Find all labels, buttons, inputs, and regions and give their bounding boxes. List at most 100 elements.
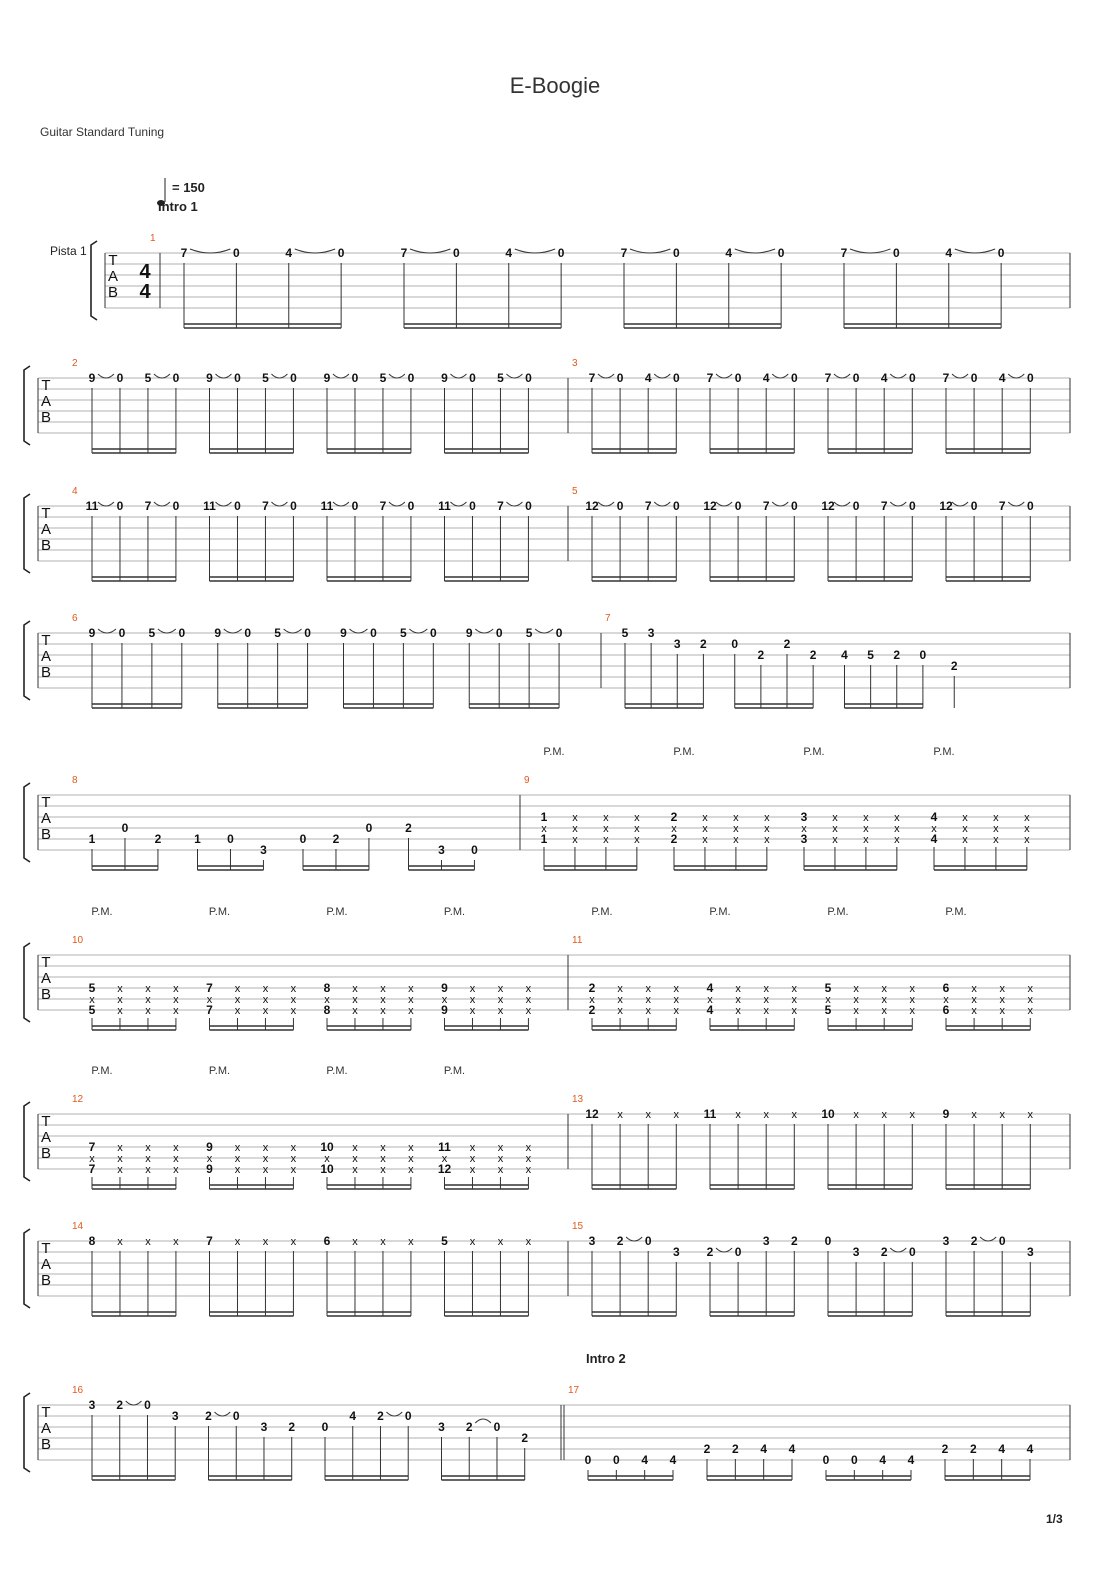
- tie-arc: [506, 501, 523, 507]
- chord-note: x: [470, 1005, 476, 1017]
- fret-number: 11: [86, 499, 99, 513]
- system-brace: [23, 942, 31, 1023]
- fret-number: 0: [173, 499, 180, 513]
- chord-note: x: [825, 994, 831, 1006]
- chord-note: x: [117, 1153, 123, 1165]
- tab-clef-letter: B: [41, 826, 51, 843]
- fret-number: 4: [670, 1453, 677, 1467]
- system-brace: [23, 1392, 31, 1473]
- tab-clef-letter: B: [108, 284, 118, 301]
- tie-arc: [653, 373, 671, 379]
- chord-note: x: [498, 994, 504, 1006]
- chord-note: x: [999, 1005, 1005, 1017]
- chord-note: x: [117, 1005, 123, 1017]
- tab-clef-letter: A: [41, 810, 51, 827]
- palm-mute-label: P.M.: [803, 746, 824, 758]
- chord-note: x: [145, 1153, 151, 1165]
- chord-note: 3: [801, 832, 808, 846]
- chord-note: 5: [825, 981, 832, 995]
- chord-note: x: [863, 834, 869, 846]
- tab-clef-letter: B: [41, 1272, 51, 1289]
- tie-arc: [514, 248, 556, 254]
- tie-arc: [283, 628, 302, 634]
- chord-note: x: [442, 994, 448, 1006]
- tab-clef-letter: B: [41, 409, 51, 426]
- fret-number: 7: [825, 371, 832, 385]
- chord-note: x: [291, 1142, 297, 1154]
- chord-note: x: [291, 983, 297, 995]
- fret-number: 0: [117, 499, 124, 513]
- chord-note: x: [993, 823, 999, 835]
- measure-number: 6: [72, 613, 78, 624]
- chord-note: 10: [320, 1140, 334, 1154]
- chord-note: x: [999, 983, 1005, 995]
- tie-arc: [625, 1236, 643, 1242]
- fret-number: 0: [673, 499, 680, 513]
- chord-note: x: [733, 823, 739, 835]
- tie-arc: [734, 248, 776, 254]
- palm-mute-label: P.M.: [933, 746, 954, 758]
- fret-number: 0: [525, 371, 532, 385]
- tempo-marking: = 150: [172, 180, 205, 195]
- tie-arc: [153, 501, 171, 507]
- fret-number: 0: [735, 371, 742, 385]
- fret-number: 2: [116, 1398, 123, 1412]
- measure-number: 13: [572, 1094, 584, 1105]
- fret-number: x: [617, 1109, 623, 1121]
- chord-note: x: [962, 823, 968, 835]
- chord-note: x: [853, 983, 859, 995]
- fret-number: 2: [971, 1234, 978, 1248]
- fret-number: 0: [234, 499, 241, 513]
- fret-number: 4: [879, 1453, 886, 1467]
- measure-number: 12: [72, 1094, 84, 1105]
- fret-number: 4: [641, 1453, 648, 1467]
- palm-mute-label: P.M.: [673, 746, 694, 758]
- fret-number: 5: [526, 626, 533, 640]
- fret-number: 0: [453, 246, 460, 260]
- fret-number: 0: [558, 246, 565, 260]
- chord-note: 2: [671, 832, 678, 846]
- chord-note: x: [498, 1005, 504, 1017]
- fret-number: 7: [621, 246, 628, 260]
- fret-number: 4: [881, 371, 888, 385]
- fret-number: 12: [939, 499, 953, 513]
- tie-arc: [653, 501, 671, 507]
- fret-number: 0: [556, 626, 563, 640]
- tie-arc: [954, 248, 996, 254]
- chord-note: 8: [324, 981, 331, 995]
- fret-number: x: [853, 1109, 859, 1121]
- chord-note: x: [145, 1005, 151, 1017]
- chord-note: x: [763, 983, 769, 995]
- fret-number: 3: [648, 626, 655, 640]
- chord-note: 1: [541, 832, 548, 846]
- tie-arc: [715, 1247, 733, 1253]
- chord-note: x: [498, 1164, 504, 1176]
- fret-number: x: [763, 1109, 769, 1121]
- tie-arc: [629, 248, 671, 254]
- chord-note: x: [603, 834, 609, 846]
- tab-clef-letter: B: [41, 986, 51, 1003]
- fret-number: 0: [430, 626, 437, 640]
- chord-note: x: [263, 983, 269, 995]
- system-brace: [23, 782, 31, 863]
- tie-arc: [474, 628, 494, 634]
- fret-number: 3: [943, 1234, 950, 1248]
- chord-note: x: [380, 994, 386, 1006]
- measure-number: 9: [524, 775, 530, 786]
- fret-number: 4: [645, 371, 652, 385]
- fret-number: 0: [920, 648, 927, 662]
- chord-note: 4: [931, 832, 938, 846]
- tie-arc: [97, 628, 117, 634]
- fret-number: 0: [909, 499, 916, 513]
- fret-number: 0: [617, 371, 624, 385]
- tie-arc: [597, 501, 615, 507]
- fret-number: x: [881, 1109, 887, 1121]
- tie-arc: [97, 373, 115, 379]
- chord-note: 12: [438, 1162, 452, 1176]
- fret-number: x: [145, 1236, 151, 1248]
- chord-note: x: [352, 994, 358, 1006]
- fret-number: 2: [707, 1245, 714, 1259]
- chord-note: x: [572, 834, 578, 846]
- tie-arc: [223, 628, 243, 634]
- chord-note: x: [894, 823, 900, 835]
